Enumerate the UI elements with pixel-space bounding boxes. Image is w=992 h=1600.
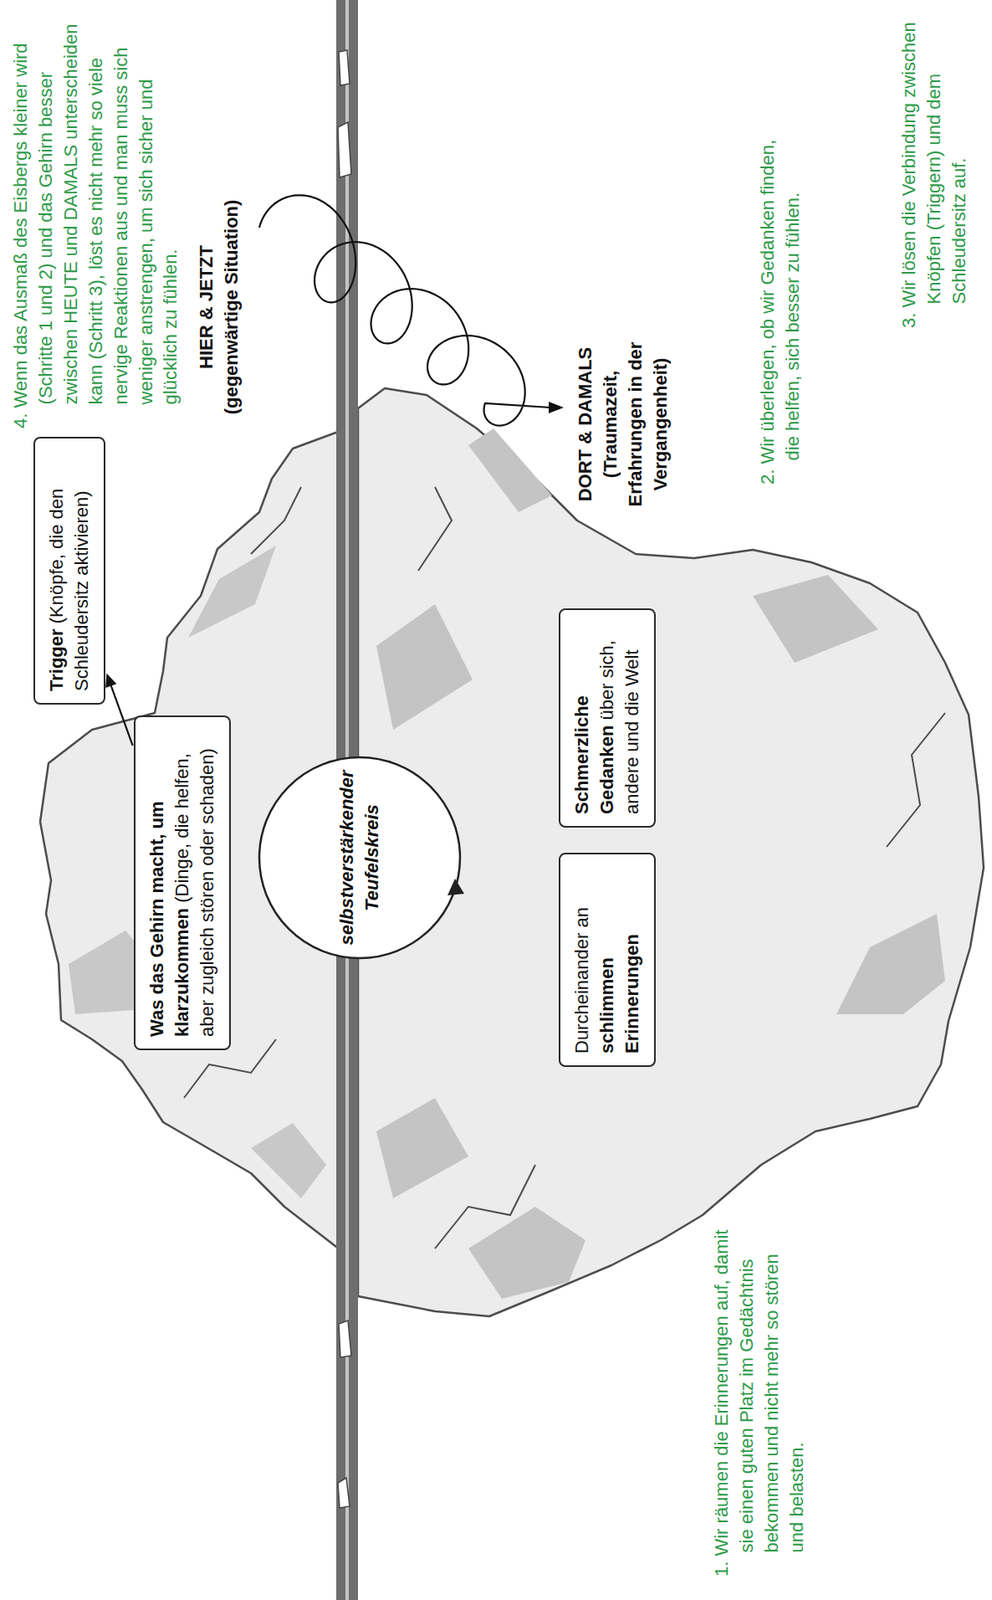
iceberg-crack <box>434 1164 536 1248</box>
iceberg-shade <box>752 574 879 663</box>
node-heading: Trigger <box>46 628 67 691</box>
step-note: 2. Wir überlegen, ob wir Gedanken finden… <box>755 124 806 485</box>
circle-text-inner: selbstverstärkender Teufelskreis <box>334 769 385 946</box>
trigger-box: Trigger(Knöpfe, die den Schleudersitz ak… <box>33 436 106 705</box>
arrowhead <box>105 673 117 688</box>
iceberg-shade <box>376 1097 469 1198</box>
circle-text-holder: selbstverstärkender Teufelskreis <box>255 752 465 962</box>
iceberg-shade <box>376 603 473 730</box>
node-text: schlimmen Erinnerungen <box>596 933 643 1054</box>
brain-box: Was das Gehirn macht, um klarzukommen(Di… <box>133 715 231 1050</box>
step-note: 1. Wir räumen die Erinnerungen auf, dami… <box>709 1224 810 1576</box>
iceberg-crack <box>250 486 302 554</box>
iceberg-shade <box>468 1206 586 1299</box>
time-label: (gegenwärtige Situation) <box>219 143 245 471</box>
step-note: 4. Wenn das Ausmaß des Eisbergs kleiner … <box>8 5 184 429</box>
time-label: HIER & JETZT <box>194 143 220 471</box>
iceberg-shade <box>836 913 946 1014</box>
node-heading: Durcheinander an <box>571 906 593 1054</box>
iceberg-shade <box>188 545 277 638</box>
step-note: 3. Wir lösen die Verbindung zwischen Knö… <box>896 5 972 328</box>
spiral-arrowhead <box>548 401 564 414</box>
iceberg-crack <box>886 712 946 847</box>
circle-outline <box>255 752 465 962</box>
time-label: (Traumazeit, Erfahrungen in der Vergange… <box>598 323 674 525</box>
ice-floe <box>337 122 352 178</box>
thought-box: Schmerzliche Gedankenüber sich, andere u… <box>558 608 656 828</box>
memory-box: Durcheinander anschlimmen Erinnerungen <box>558 852 656 1067</box>
time-spiral <box>259 194 551 425</box>
iceberg-crack <box>418 486 452 571</box>
node-heading: selbstverstärkender Teufelskreis <box>336 769 383 945</box>
ice-floe <box>337 1477 350 1508</box>
connector-arrow <box>110 684 133 746</box>
time-label: DORT & DAMALS <box>572 323 599 525</box>
ice-floe <box>338 50 350 86</box>
ice-floe <box>338 1319 352 1357</box>
iceberg-shade <box>250 1122 327 1198</box>
cycle-arrowhead <box>447 878 465 895</box>
connector-group <box>105 673 133 746</box>
iceberg-shade <box>468 428 553 512</box>
cycle-ring <box>259 756 461 958</box>
cycle-circle: selbstverstärkender Teufelskreis <box>255 752 465 962</box>
